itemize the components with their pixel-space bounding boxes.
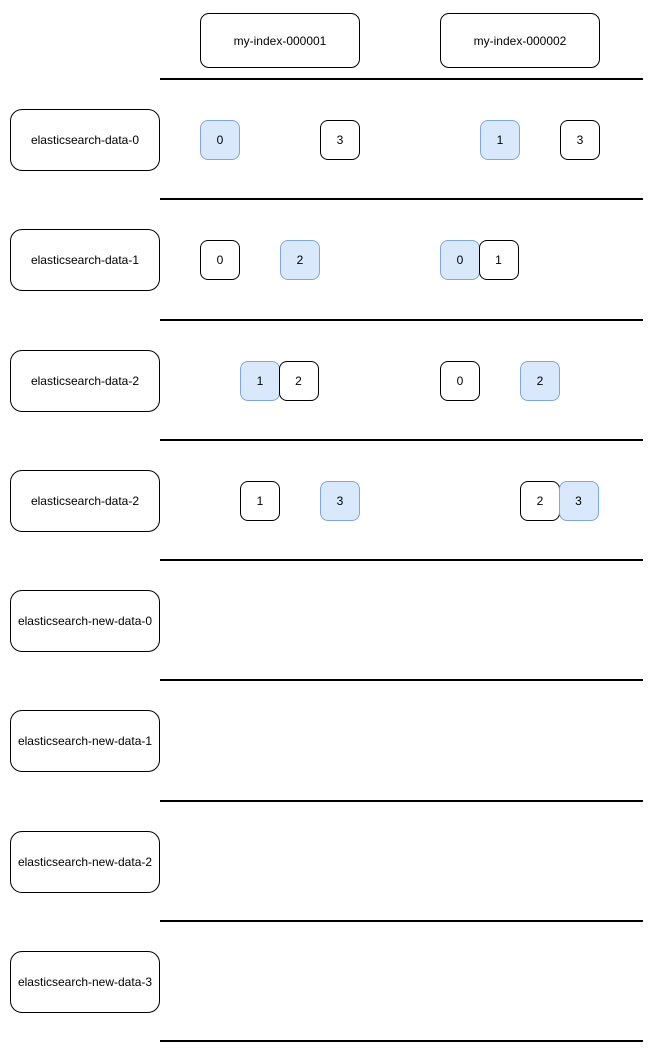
shard-primary-0-my-index-000001: 0 — [200, 120, 240, 160]
node-box-elasticsearch-new-data-2-row6: elasticsearch-new-data-2 — [10, 831, 160, 893]
shard-primary-3-my-index-000001: 3 — [320, 481, 360, 521]
row-separator-line — [160, 1040, 643, 1042]
index-header-my-index-000001: my-index-000001 — [200, 13, 360, 68]
node-box-elasticsearch-new-data-1-row5: elasticsearch-new-data-1 — [10, 710, 160, 772]
node-box-elasticsearch-new-data-3-row7: elasticsearch-new-data-3 — [10, 951, 160, 1013]
row-separator-line — [160, 439, 643, 441]
header-separator-line — [160, 78, 643, 80]
node-box-elasticsearch-data-0-row0: elasticsearch-data-0 — [10, 109, 160, 171]
row-separator-line — [160, 800, 643, 802]
shard-replica-2-my-index-000002: 2 — [520, 481, 560, 521]
shard-primary-0-my-index-000002: 0 — [440, 240, 480, 280]
row-separator-line — [160, 319, 643, 321]
shard-primary-2-my-index-000002: 2 — [520, 361, 560, 401]
shard-primary-2-my-index-000001: 2 — [280, 240, 320, 280]
row-separator-line — [160, 559, 643, 561]
node-box-elasticsearch-data-2-row2: elasticsearch-data-2 — [10, 350, 160, 412]
node-box-elasticsearch-data-1-row1: elasticsearch-data-1 — [10, 229, 160, 291]
shard-replica-0-my-index-000002: 0 — [440, 361, 480, 401]
row-separator-line — [160, 198, 643, 200]
shard-replica-3-my-index-000001: 3 — [320, 120, 360, 160]
shard-replica-3-my-index-000002: 3 — [560, 120, 600, 160]
row-separator-line — [160, 679, 643, 681]
shard-primary-1-my-index-000001: 1 — [240, 361, 280, 401]
node-box-elasticsearch-data-2-row3: elasticsearch-data-2 — [10, 470, 160, 532]
shard-primary-3-my-index-000002: 3 — [558, 481, 599, 521]
shard-primary-1-my-index-000002: 1 — [480, 120, 520, 160]
shard-replica-0-my-index-000001: 0 — [200, 240, 240, 280]
shard-replica-2-my-index-000001: 2 — [278, 361, 319, 401]
node-box-elasticsearch-new-data-0-row4: elasticsearch-new-data-0 — [10, 590, 160, 652]
shard-replica-1-my-index-000001: 1 — [240, 481, 280, 521]
shard-replica-1-my-index-000002: 1 — [478, 240, 519, 280]
row-separator-line — [160, 920, 643, 922]
index-header-my-index-000002: my-index-000002 — [440, 13, 600, 68]
